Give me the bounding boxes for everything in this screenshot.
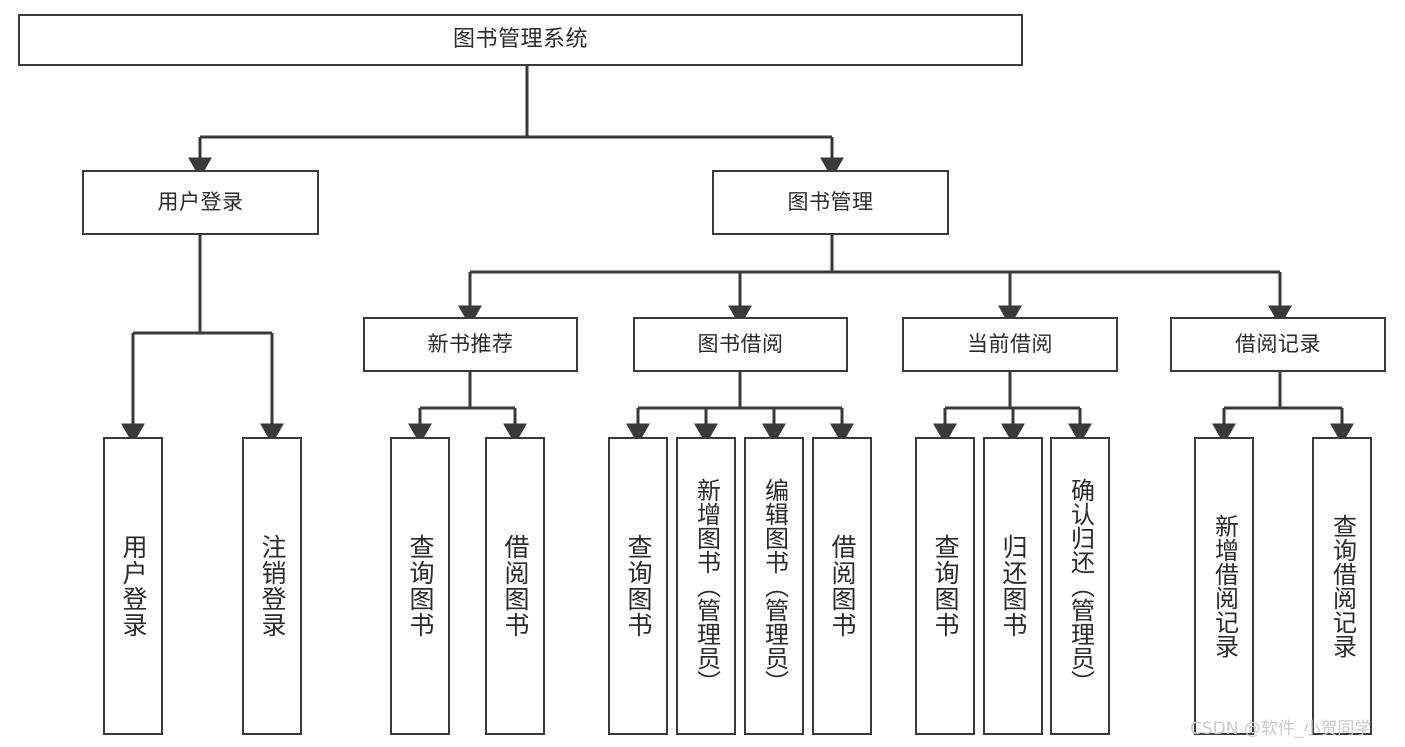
leaf-return-books[interactable]: 归还图书	[983, 437, 1043, 735]
node-label: 查询图书	[931, 534, 960, 638]
node-borrow-records[interactable]: 借阅记录	[1170, 317, 1386, 372]
node-label: 确认归还（管理员）	[1066, 478, 1095, 694]
node-book-borrowing[interactable]: 图书借阅	[633, 317, 848, 372]
node-label: 图书管理	[787, 190, 874, 215]
leaf-confirm-return-admin[interactable]: 确认归还（管理员）	[1050, 437, 1110, 735]
node-label: 新增图书（管理员）	[692, 478, 721, 694]
leaf-borrow-query-books[interactable]: 查询图书	[608, 437, 668, 735]
node-label: 借阅图书	[501, 534, 530, 638]
leaf-query-borrow-record[interactable]: 查询借阅记录	[1312, 437, 1372, 735]
node-label: 查询借阅记录	[1328, 514, 1357, 658]
node-label: 查询图书	[624, 534, 653, 638]
leaf-new-book-borrow-books[interactable]: 借阅图书	[485, 437, 545, 735]
node-label: 借阅图书	[828, 534, 857, 638]
leaf-borrow-books[interactable]: 借阅图书	[812, 437, 872, 735]
leaf-user-login[interactable]: 用户登录	[103, 437, 163, 735]
node-label: 新增借阅记录	[1210, 514, 1239, 658]
node-label: 查询图书	[406, 534, 435, 638]
node-label: 用户登录	[119, 534, 148, 638]
node-label: 图书管理系统	[452, 27, 588, 53]
leaf-add-borrow-record[interactable]: 新增借阅记录	[1194, 437, 1254, 735]
node-book-management[interactable]: 图书管理	[712, 170, 949, 235]
node-current-borrowing[interactable]: 当前借阅	[902, 317, 1118, 372]
node-label: 注销登录	[258, 534, 287, 638]
leaf-logout[interactable]: 注销登录	[242, 437, 302, 735]
node-label: 图书借阅	[697, 332, 784, 357]
node-root-book-management-system[interactable]: 图书管理系统	[18, 14, 1023, 66]
node-label: 用户登录	[157, 190, 244, 215]
leaf-new-book-query-books[interactable]: 查询图书	[390, 437, 450, 735]
node-label: 新书推荐	[427, 332, 514, 357]
node-label: 归还图书	[999, 534, 1028, 638]
node-user-login[interactable]: 用户登录	[82, 170, 319, 235]
leaf-edit-book-admin[interactable]: 编辑图书（管理员）	[744, 437, 804, 735]
node-new-book-recommendation[interactable]: 新书推荐	[363, 317, 578, 372]
leaf-add-book-admin[interactable]: 新增图书（管理员）	[676, 437, 736, 735]
watermark: CSDN @软件_小贺同学	[1190, 719, 1372, 739]
node-label: 借阅记录	[1235, 332, 1321, 357]
node-label: 当前借阅	[967, 332, 1053, 357]
node-label: 编辑图书（管理员）	[760, 478, 789, 694]
leaf-current-query-books[interactable]: 查询图书	[915, 437, 975, 735]
